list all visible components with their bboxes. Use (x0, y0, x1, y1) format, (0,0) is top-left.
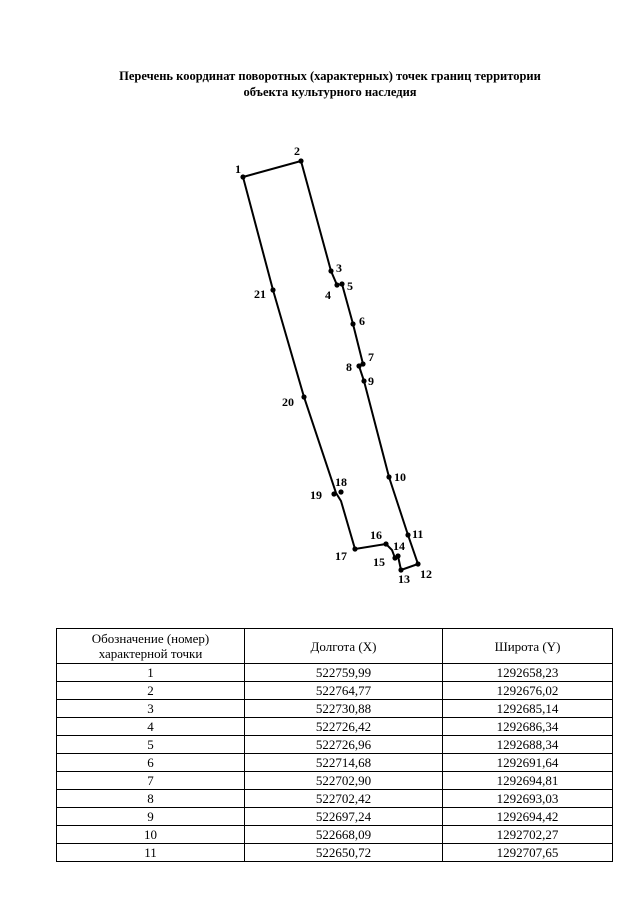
point-label-19: 19 (310, 488, 322, 502)
point-17-marker (352, 546, 358, 552)
cell-longitude: 522702,90 (244, 771, 443, 790)
cell-longitude: 522668,09 (244, 825, 443, 844)
title-line-2: объекта культурного наследия (243, 85, 417, 99)
point-label-17: 17 (335, 549, 347, 563)
cell-latitude: 1292676,02 (442, 681, 613, 700)
table-row: 6 522714,68 1292691,64 (56, 753, 613, 772)
table-row: 2 522764,77 1292676,02 (56, 681, 613, 700)
header-point-number: Обозначение (номер) характерной точки (56, 628, 245, 664)
point-8-marker (356, 363, 362, 369)
point-21-marker (270, 287, 276, 293)
boundary-point-labels: 1 2 3 4 5 6 7 8 9 10 11 12 13 14 15 16 1… (235, 144, 432, 586)
cell-latitude: 1292707,65 (442, 843, 613, 862)
cell-latitude: 1292658,23 (442, 663, 613, 682)
cell-longitude: 522726,42 (244, 717, 443, 736)
table-row: 5 522726,96 1292688,34 (56, 735, 613, 754)
point-label-4: 4 (325, 288, 331, 302)
table-row: 8 522702,42 1292693,03 (56, 789, 613, 808)
point-label-21: 21 (254, 287, 266, 301)
point-label-2: 2 (294, 144, 300, 158)
point-11-marker (405, 532, 411, 538)
title-line-1: Перечень координат поворотных (характерн… (119, 69, 541, 83)
coordinates-table: Обозначение (номер) характерной точки До… (56, 628, 613, 862)
point-label-16: 16 (370, 528, 382, 542)
point-label-12: 12 (420, 567, 432, 581)
cell-latitude: 1292685,14 (442, 699, 613, 718)
point-label-5: 5 (347, 279, 353, 293)
cell-point-number: 3 (56, 699, 245, 718)
point-5-marker (339, 281, 345, 287)
point-label-18: 18 (335, 475, 347, 489)
point-label-9: 9 (368, 374, 374, 388)
boundary-diagram: 1 2 3 4 5 6 7 8 9 10 11 12 13 14 15 16 1… (235, 144, 432, 586)
table-row: 7 522702,90 1292694,81 (56, 771, 613, 790)
point-label-14: 14 (393, 539, 405, 553)
cell-latitude: 1292688,34 (442, 735, 613, 754)
cell-longitude: 522730,88 (244, 699, 443, 718)
point-13-marker (398, 567, 404, 573)
table-row: 4 522726,42 1292686,34 (56, 717, 613, 736)
point-label-6: 6 (359, 314, 365, 328)
point-1-marker (240, 174, 246, 180)
point-label-10: 10 (394, 470, 406, 484)
cell-longitude: 522714,68 (244, 753, 443, 772)
cell-latitude: 1292694,42 (442, 807, 613, 826)
table-row: 3 522730,88 1292685,14 (56, 699, 613, 718)
cell-point-number: 11 (56, 843, 245, 862)
cell-longitude: 522702,42 (244, 789, 443, 808)
point-label-15: 15 (373, 555, 385, 569)
cell-longitude: 522697,24 (244, 807, 443, 826)
cell-point-number: 5 (56, 735, 245, 754)
point-9-marker (361, 378, 367, 384)
cell-point-number: 7 (56, 771, 245, 790)
point-19-marker (331, 491, 337, 497)
table-row: 9 522697,24 1292694,42 (56, 807, 613, 826)
point-label-20: 20 (282, 395, 294, 409)
cell-point-number: 10 (56, 825, 245, 844)
cell-point-number: 8 (56, 789, 245, 808)
cell-point-number: 4 (56, 717, 245, 736)
point-16-marker (383, 541, 389, 547)
point-18-marker (338, 489, 344, 495)
point-6-marker (350, 321, 356, 327)
cell-latitude: 1292694,81 (442, 771, 613, 790)
cell-longitude: 522726,96 (244, 735, 443, 754)
cell-point-number: 9 (56, 807, 245, 826)
point-label-13: 13 (398, 572, 410, 586)
table-row: 1 522759,99 1292658,23 (56, 663, 613, 682)
header-longitude: Долгота (X) (244, 628, 443, 664)
boundary-points (240, 158, 421, 573)
header-latitude: Широта (Y) (442, 628, 613, 664)
boundary-outline (241, 159, 420, 572)
document-title: Перечень координат поворотных (характерн… (40, 68, 620, 100)
table-row: 10 522668,09 1292702,27 (56, 825, 613, 844)
cell-point-number: 2 (56, 681, 245, 700)
cell-longitude: 522759,99 (244, 663, 443, 682)
point-label-3: 3 (336, 261, 342, 275)
point-4-marker (334, 282, 340, 288)
table-header-row: Обозначение (номер) характерной точки До… (56, 628, 613, 664)
point-label-7: 7 (368, 350, 374, 364)
cell-latitude: 1292702,27 (442, 825, 613, 844)
point-label-8: 8 (346, 360, 352, 374)
table-row: 11 522650,72 1292707,65 (56, 843, 613, 862)
point-3-marker (328, 268, 334, 274)
point-15-marker (392, 555, 398, 561)
cell-latitude: 1292686,34 (442, 717, 613, 736)
cell-point-number: 6 (56, 753, 245, 772)
point-10-marker (386, 474, 392, 480)
point-20-marker (301, 394, 307, 400)
cell-longitude: 522650,72 (244, 843, 443, 862)
cell-latitude: 1292693,03 (442, 789, 613, 808)
point-12-marker (415, 561, 421, 567)
cell-latitude: 1292691,64 (442, 753, 613, 772)
point-label-1: 1 (235, 162, 241, 176)
cell-longitude: 522764,77 (244, 681, 443, 700)
point-7-marker (360, 361, 366, 367)
cell-point-number: 1 (56, 663, 245, 682)
point-label-11: 11 (412, 527, 423, 541)
point-2-marker (298, 158, 304, 164)
